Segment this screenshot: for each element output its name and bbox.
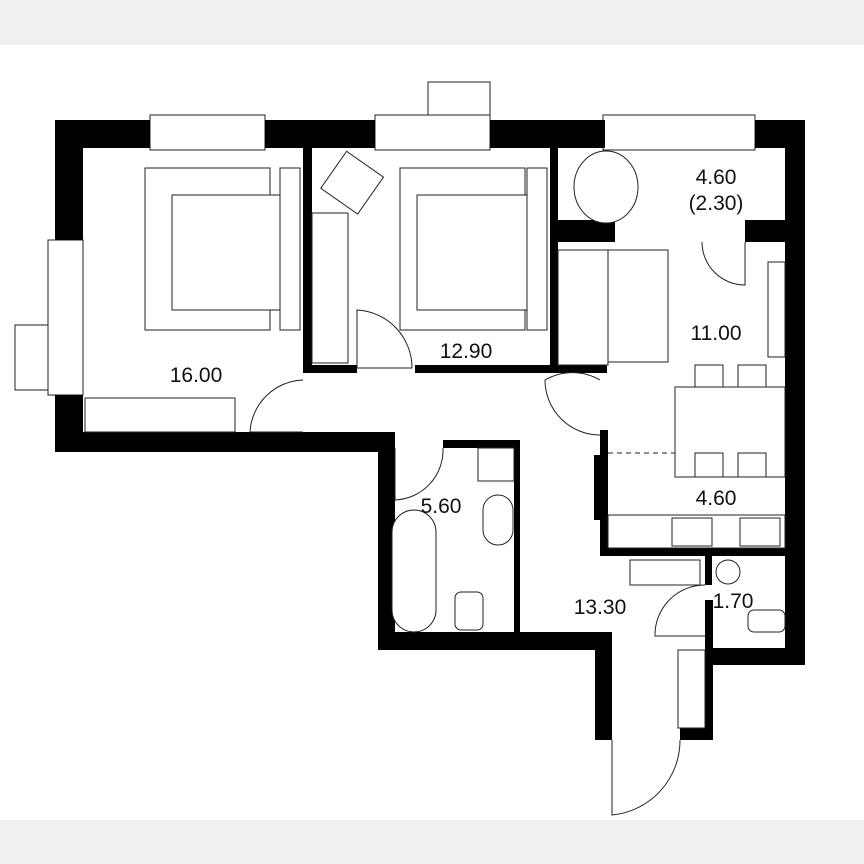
room-area-toilet: 1.70 [713,590,754,613]
sink [739,517,781,547]
armchair [320,150,385,215]
toilet-sink [715,559,741,585]
room-area-living-room: 11.00 [691,322,742,345]
top-band [0,0,864,45]
wardrobe-2 [311,212,349,364]
room-area-bathroom: 5.60 [421,495,462,518]
radiator [629,559,701,586]
wardrobe-1 [84,397,236,433]
room-area-bedroom-2: 12.90 [440,340,493,363]
toilet [454,591,484,631]
windows [14,81,756,396]
doors [249,241,746,816]
bathtub [391,509,437,633]
bottom-band [0,820,864,864]
room-area-bedroom-1: 16.00 [170,364,223,387]
furniture [84,150,786,729]
tv [767,261,786,358]
bbq-grill [573,150,639,224]
toilet-bowl [747,609,786,633]
washing-machine [477,447,515,482]
walls [55,120,805,740]
room-area-balcony: 4.60 [696,166,737,189]
cooktop [671,517,713,547]
washbasin [482,494,514,546]
room-area-kitchen: 4.60 [696,487,737,510]
room-area-balcony-reduced: (2.30) [689,192,744,215]
shoe-rack [677,649,706,729]
dining-table [674,386,786,478]
room-labels: 16.00 12.90 4.60 (2.30) 11.00 4.60 5.60 … [170,166,754,619]
room-area-hallway: 13.30 [574,596,627,619]
sofa [557,249,609,366]
